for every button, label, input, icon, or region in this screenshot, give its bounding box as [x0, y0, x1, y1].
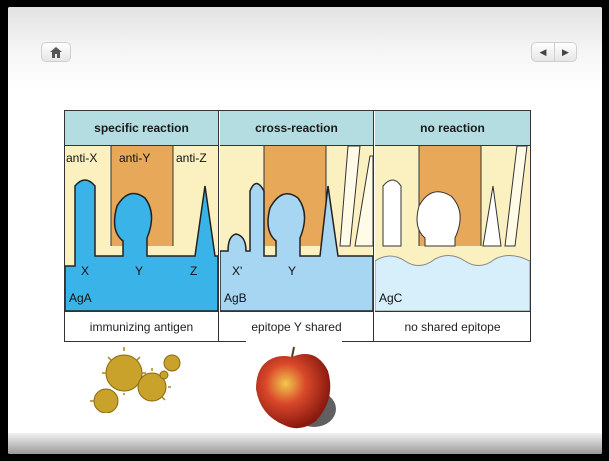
- home-button[interactable]: [41, 42, 71, 62]
- antigen-antibody-figure: specific reaction anti-X anti-Y anti-Z X…: [64, 110, 531, 342]
- antibody-label: anti-X: [66, 151, 97, 165]
- panel-caption: epitope Y shared: [220, 311, 373, 341]
- epitope-label: Z: [190, 264, 197, 278]
- panel-caption: immunizing antigen: [65, 311, 218, 341]
- panel-caption: no shared epitope: [375, 311, 530, 341]
- epitope-label: Y: [135, 264, 143, 278]
- panel-cross-reaction: cross-reaction X' Y AgB epitope Y shared: [220, 111, 374, 341]
- triangle-right-icon: ▶: [562, 47, 569, 58]
- home-icon: [50, 47, 62, 58]
- epitope-label: X': [232, 264, 242, 278]
- triangle-left-icon: ◀: [540, 47, 547, 58]
- panel-specific-reaction: specific reaction anti-X anti-Y anti-Z X…: [65, 111, 219, 341]
- previous-slide-button[interactable]: ◀: [531, 42, 554, 62]
- bottom-bar: [8, 433, 602, 454]
- antigen-label: AgA: [69, 291, 92, 305]
- antibody-antigen-diagram: [65, 146, 218, 311]
- panel-header: no reaction: [375, 111, 530, 146]
- panel-header: specific reaction: [65, 111, 218, 146]
- antibody-label: anti-Y: [119, 151, 150, 165]
- antibody-antigen-diagram: [220, 146, 373, 311]
- panel-header: cross-reaction: [220, 111, 373, 146]
- slide-viewer: ◀ ▶ specific reaction anti-X anti-Y anti…: [8, 7, 602, 454]
- apple-image: [246, 341, 342, 433]
- panel-no-reaction: no reaction AgC no shared epitope: [375, 111, 530, 341]
- toolbar: ◀ ▶: [8, 7, 602, 89]
- pollen-grains-image: [86, 345, 194, 413]
- epitope-label: X: [81, 264, 89, 278]
- antibody-antigen-diagram: [375, 146, 530, 311]
- antigen-label: AgC: [379, 291, 402, 305]
- epitope-label: Y: [288, 264, 296, 278]
- antigen-label: AgB: [224, 291, 247, 305]
- next-slide-button[interactable]: ▶: [554, 42, 577, 62]
- slide-navigation: ◀ ▶: [531, 42, 577, 62]
- antibody-label: anti-Z: [176, 151, 207, 165]
